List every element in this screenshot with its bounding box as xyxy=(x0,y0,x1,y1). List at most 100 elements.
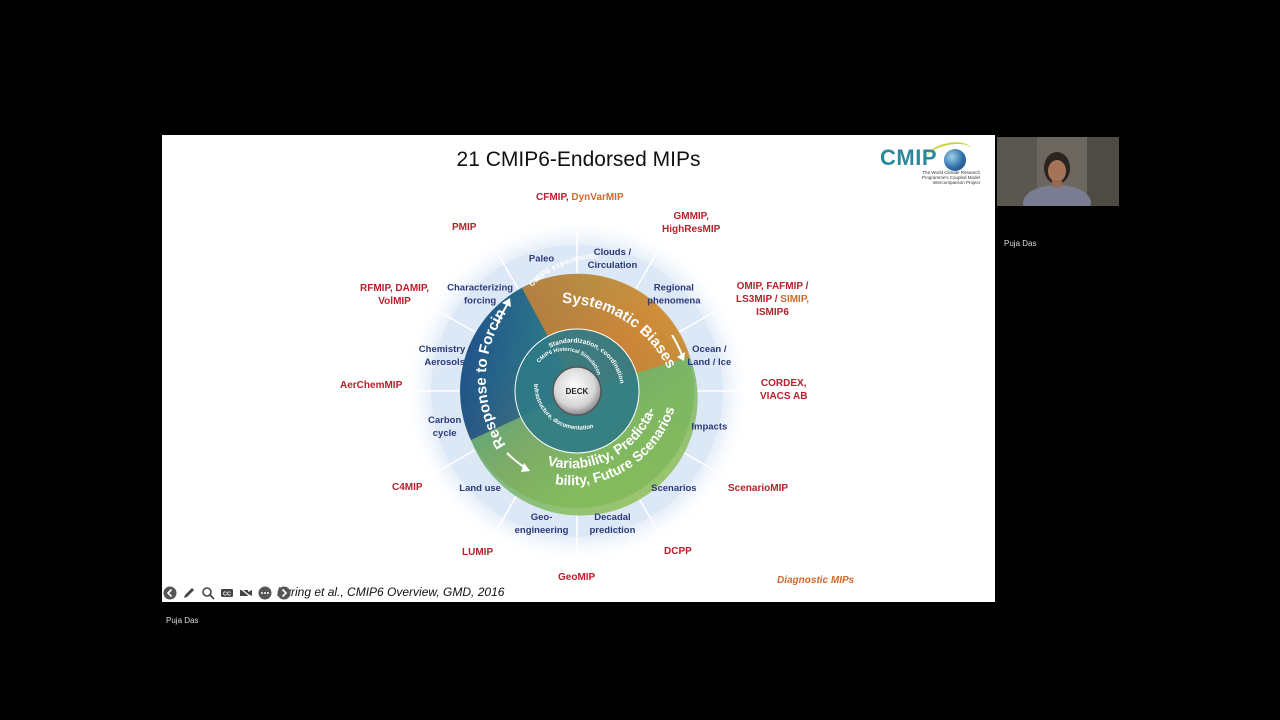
sector-label-line: Carbon xyxy=(428,415,461,426)
mip-ls3mip-name: LS3MIP / xyxy=(736,294,778,305)
sector-label-line: Characterizing xyxy=(447,283,513,294)
sector-divider xyxy=(492,245,519,290)
mip-cordex-group: CORDEX, VIACS AB xyxy=(760,377,807,403)
slide-control-bar: CC xyxy=(162,584,292,602)
pen-icon xyxy=(184,588,194,598)
forward-icon xyxy=(277,586,291,600)
sector-label-line: engineering xyxy=(515,525,569,536)
sector-label-line: Geo- xyxy=(531,512,553,523)
presenter-name: Puja Das xyxy=(166,616,199,625)
participant-video-thumbnail[interactable] xyxy=(997,137,1119,206)
sector-divider xyxy=(635,492,662,537)
pen-button[interactable] xyxy=(181,585,197,601)
sector-label-line: phenomena xyxy=(647,296,701,307)
sector-divider xyxy=(635,245,662,290)
presentation-slide: 21 CMIP6-Endorsed MIPs CMIP The World Cl… xyxy=(162,135,995,602)
deck-label: DECK xyxy=(566,387,589,396)
diagnostic-mips-label: Diagnostic MIPs xyxy=(777,575,855,586)
mip-omip-name: OMIP, FAFMIP / xyxy=(736,281,809,292)
arrow-forcing-head-icon xyxy=(502,298,511,307)
slide-citation: Eyring et al., CMIP6 Overview, GMD, 2016 xyxy=(277,585,505,599)
sector-dividers xyxy=(409,223,745,559)
sector-divider xyxy=(431,306,476,333)
arrow-systematic-head-icon xyxy=(677,352,685,361)
mip-dcpp: DCPP xyxy=(664,546,692,557)
zoom-button[interactable] xyxy=(200,585,216,601)
sector-label-line: Circulation xyxy=(588,260,638,271)
mip-cfmip-name: CFMIP, xyxy=(536,192,569,203)
mip-pmip: PMIP xyxy=(452,222,477,233)
sector-divider xyxy=(492,492,519,537)
sector-label-line: Impacts xyxy=(691,421,727,432)
sector-label-line: Chemistry / xyxy=(419,344,471,355)
thumbnail-participant-name: Puja Das xyxy=(1004,239,1037,248)
sector-label-line: Regional xyxy=(654,283,694,294)
mip-rfmip-line1: RFMIP, DAMIP, xyxy=(360,283,430,294)
sector-label-line: Decadal xyxy=(594,512,630,523)
sector-label-line: Land / Ice xyxy=(687,357,731,368)
sector-label-line: cycle xyxy=(433,428,457,439)
sector-label: Carbon cycle xyxy=(428,415,461,439)
mip-lumip: LUMIP xyxy=(462,547,494,558)
sector-label: Land use xyxy=(459,483,501,494)
mip-omip-group: OMIP, FAFMIP / LS3MIP / SIMIP, ISMIP6 xyxy=(736,280,809,319)
back-button[interactable] xyxy=(162,585,178,601)
more-button[interactable] xyxy=(257,585,273,601)
sector-label-line: Paleo xyxy=(529,254,555,265)
mip-dynvarmip-name: DynVarMIP xyxy=(571,192,624,203)
mip-cordex-name: CORDEX, xyxy=(760,378,807,389)
svg-text:CC: CC xyxy=(223,592,231,598)
sector-label: Paleo xyxy=(529,254,555,265)
sector-label: Decadal prediction xyxy=(589,512,635,536)
back-icon xyxy=(163,586,177,600)
sector-label: Ocean / Land / Ice xyxy=(687,344,731,368)
sector-divider xyxy=(678,306,723,333)
logo-text: CMIP xyxy=(880,145,937,170)
sector-label: Chemistry / Aerosols xyxy=(419,344,471,368)
mip-highresmip-name: HighResMIP xyxy=(662,224,721,235)
mip-aerchemmip: AerChemMIP xyxy=(340,380,403,391)
zoom-icon xyxy=(202,587,215,600)
mip-gmmip-name: GMMIP, xyxy=(673,211,709,222)
globe-icon xyxy=(944,149,966,171)
mip-rfmip-line2: VolMIP xyxy=(378,296,411,307)
mip-viacsab-name: VIACS AB xyxy=(760,391,808,402)
slide-title: 21 CMIP6-Endorsed MIPs xyxy=(456,148,701,171)
inner-ring-border xyxy=(514,328,640,454)
sector-label-line: Clouds / xyxy=(594,247,632,258)
sector-divider xyxy=(678,449,723,476)
sector-divider xyxy=(431,449,476,476)
mip-ismip6-name: ISMIP6 xyxy=(756,307,789,318)
sector-label: Regional phenomena xyxy=(647,283,701,307)
arrow-variability-head-icon xyxy=(521,463,530,472)
sector-label: Scenarios xyxy=(651,483,696,494)
sector-label: Geo-engineering xyxy=(515,512,569,536)
sector-label-line: Land use xyxy=(459,483,501,494)
mip-cfmip: CFMIP, DynVarMIP xyxy=(536,191,624,204)
mip-simip-name: SIMIP, xyxy=(780,294,809,305)
mip-gmmip: GMMIP, HighResMIP xyxy=(662,210,720,236)
sector-label-line: forcing xyxy=(464,296,496,307)
sector-label: Impacts xyxy=(691,421,727,432)
video-off-icon xyxy=(239,587,253,599)
captions-button[interactable]: CC xyxy=(219,585,235,601)
sector-label: Characterizing forcing xyxy=(447,283,513,307)
captions-icon: CC xyxy=(221,589,233,598)
mip-geomip: GeoMIP xyxy=(558,572,596,583)
sector-label-line: Ocean / xyxy=(692,344,727,355)
participant-video-image xyxy=(997,137,1119,206)
mip-c4mip: C4MIP xyxy=(392,482,423,493)
logo-subtitle: The World Climate Research Programme's C… xyxy=(921,170,980,185)
mip-scenariomip: ScenarioMIP xyxy=(728,483,789,494)
sector-label-line: prediction xyxy=(589,525,635,536)
video-off-button[interactable] xyxy=(238,585,254,601)
forward-button[interactable] xyxy=(276,585,292,601)
cmip-wheel-diagram: DECK Standardization, coordination CMIP6… xyxy=(162,135,751,565)
cmip-logo: CMIP The World Climate Research Programm… xyxy=(878,138,980,185)
mip-rfmip-group: RFMIP, DAMIP, VolMIP xyxy=(360,282,429,308)
sector-label: Clouds / Circulation xyxy=(588,247,638,271)
more-icon xyxy=(258,586,272,600)
deck-core xyxy=(552,366,602,416)
sector-label-line: Aerosols xyxy=(424,357,465,368)
